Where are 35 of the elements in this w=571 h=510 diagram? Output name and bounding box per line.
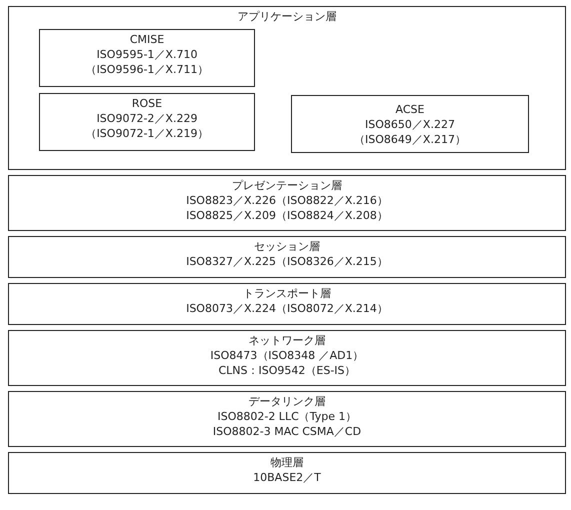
layer-title: データリンク層 (248, 394, 326, 409)
standard-label: ISO8650／X.227 (365, 117, 455, 132)
layer-title: トランスポート層 (243, 286, 331, 301)
standard-label: ISO8327／X.225（ISO8326／X.215） (186, 254, 388, 269)
standard-label: ISO8073／X.224（ISO8072／X.214） (186, 301, 388, 316)
standard-label: ISO9072-2／X.229 (96, 111, 198, 126)
protocol-box (39, 93, 255, 151)
layer-box (8, 175, 566, 231)
layer-title: ネットワーク層 (248, 333, 326, 348)
standard-label: 10BASE2／T (253, 470, 321, 485)
standard-label: ISO8823／X.226（ISO8822／X.216） (186, 193, 388, 208)
layer-title: アプリケーション層 (238, 9, 336, 24)
standard-label: ISO8825／X.209（ISO8824／X.208） (186, 208, 388, 223)
layer-title: セッション層 (254, 239, 320, 254)
layer-box (8, 236, 566, 278)
standard-label: （ISO8649／X.217） (354, 132, 466, 147)
protocol-name: ROSE (132, 96, 162, 111)
standard-label: CLNS：ISO9542（ES-IS） (218, 363, 356, 378)
standard-label: ISO8802-3 MAC CSMA／CD (212, 424, 362, 439)
standard-label: ISO8802-2 LLC（Type 1） (217, 409, 357, 424)
layer-box (8, 283, 566, 325)
layer-title: プレゼンテーション層 (232, 178, 342, 193)
layer-box (8, 452, 566, 494)
protocol-name: ACSE (396, 102, 424, 117)
protocol-box (291, 95, 529, 153)
layer-box (8, 330, 566, 386)
layer-box (8, 391, 566, 447)
layer-title: 物理層 (270, 455, 304, 470)
standard-label: ISO9595-1／X.710 (96, 47, 198, 62)
protocol-box (39, 29, 255, 87)
protocol-name: CMISE (130, 32, 164, 47)
standard-label: （ISO9596-1／X.711） (86, 62, 208, 77)
standard-label: （ISO9072-1／X.219） (86, 126, 208, 141)
standard-label: ISO8473（ISO8348 ／AD1） (210, 348, 364, 363)
layer-box (8, 6, 566, 170)
